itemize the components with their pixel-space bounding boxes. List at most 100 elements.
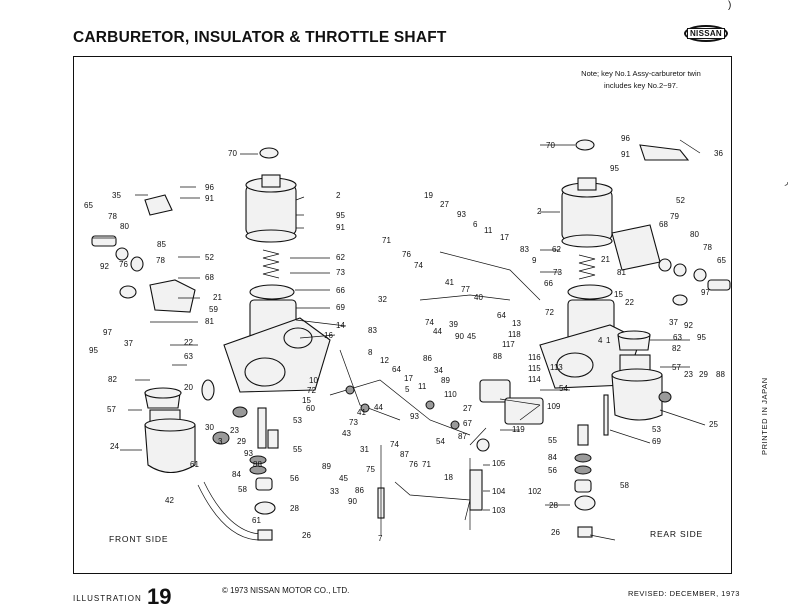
callout: 73 (553, 268, 562, 277)
callout: 52 (205, 253, 214, 262)
callout: 78 (156, 256, 165, 265)
callout: 71 (422, 460, 431, 469)
callout: 88 (716, 370, 725, 379)
callout: 74 (414, 261, 423, 270)
callout: 59 (209, 305, 218, 314)
callout: 65 (84, 201, 93, 210)
callout: 7 (378, 534, 383, 543)
callout: 42 (165, 496, 174, 505)
callout: 2 (537, 207, 542, 216)
callout: 82 (672, 344, 681, 353)
callout: 6 (473, 220, 478, 229)
callout: 115 (528, 364, 541, 373)
callout: 91 (336, 223, 345, 232)
callout: 24 (110, 442, 119, 451)
callout: 86 (423, 354, 432, 363)
callout: 67 (463, 419, 472, 428)
callout: 92 (684, 321, 693, 330)
callout: 73 (336, 268, 345, 277)
callout: 84 (232, 470, 241, 479)
note: Note; key No.1 Assy-carburetor twin incl… (566, 68, 716, 92)
callout: 78 (703, 243, 712, 252)
callout: 105 (492, 459, 506, 468)
note-line-1: Note; key No.1 Assy-carburetor twin (581, 69, 701, 78)
page-edge-mark: ر (785, 179, 789, 186)
callout: 32 (378, 295, 387, 304)
nissan-logo: NISSAN (684, 25, 728, 42)
callout: 72 (307, 386, 316, 395)
callout: 68 (659, 220, 668, 229)
copyright: © 1973 NISSAN MOTOR CO., LTD. (222, 586, 350, 595)
callout: 78 (108, 212, 117, 221)
leader-lines (92, 139, 706, 541)
callout: 88 (493, 352, 502, 361)
callout: 72 (545, 308, 554, 317)
callout: 90 (348, 497, 357, 506)
callout: 15 (614, 290, 623, 299)
callout: 95 (89, 346, 98, 355)
callout: 26 (551, 528, 560, 537)
callout: 58 (620, 481, 629, 490)
callout: 53 (293, 416, 302, 425)
callout: 117 (502, 340, 515, 349)
callout: 41 (445, 278, 454, 287)
callout: 88 (253, 460, 262, 469)
brand-text: NISSAN (686, 28, 726, 39)
callout: 8 (368, 348, 373, 357)
callout: 10 (309, 376, 318, 385)
callout: 37 (124, 339, 133, 348)
page-edge-mark: ) (728, 0, 732, 11)
callout: 3 (218, 437, 223, 446)
callout: 11 (484, 226, 493, 235)
revised-date: REVISED: DECEMBER, 1973 (628, 589, 740, 598)
callout: 116 (528, 353, 541, 362)
callout: 91 (205, 194, 214, 203)
callout: 40 (474, 293, 483, 302)
callout: 43 (342, 429, 351, 438)
rear-side-label: REAR SIDE (650, 529, 704, 539)
callout: 61 (190, 460, 199, 469)
callout: 64 (497, 311, 506, 320)
callout: 83 (520, 245, 529, 254)
note-line-2: includes key No.2~97. (603, 81, 678, 90)
callout: 35 (112, 191, 121, 200)
callout: 61 (252, 516, 261, 525)
callout: 113 (550, 363, 563, 372)
callout: 93 (457, 210, 466, 219)
callout: 12 (380, 356, 389, 365)
callout: 81 (617, 268, 626, 277)
callout: 4 (598, 336, 603, 345)
callout: 74 (390, 440, 399, 449)
callout: 26 (302, 531, 311, 540)
callout: 52 (676, 196, 685, 205)
callout: 29 (237, 437, 246, 446)
callout: 54 (436, 437, 445, 446)
callout: 96 (621, 134, 630, 143)
callout: 68 (205, 273, 214, 282)
callout: 93 (410, 412, 419, 421)
callout: 102 (528, 487, 542, 496)
callout: 5 (405, 385, 410, 394)
callout: 53 (652, 425, 661, 434)
callout: 19 (424, 191, 433, 200)
callout: 109 (547, 402, 561, 411)
callout: 96 (205, 183, 214, 192)
callout: 63 (184, 352, 193, 361)
callout: 25 (709, 420, 718, 429)
front-side-label: FRONT SIDE (109, 534, 169, 544)
callout: 1 (606, 336, 611, 345)
callout: 39 (449, 320, 458, 329)
callout: 31 (360, 445, 369, 454)
callout: 69 (336, 303, 345, 312)
callout: 17 (500, 233, 509, 242)
callout: 18 (444, 473, 453, 482)
callout: 23 (684, 370, 693, 379)
callout: 73 (349, 418, 358, 427)
printed-in-japan: PRINTED IN JAPAN (760, 377, 769, 455)
callout: 70 (228, 149, 237, 158)
left-carburetor (223, 147, 331, 449)
callout: 44 (433, 327, 442, 336)
callout: 85 (157, 240, 166, 249)
callout: 16 (324, 331, 333, 340)
callout: 97 (103, 328, 112, 337)
